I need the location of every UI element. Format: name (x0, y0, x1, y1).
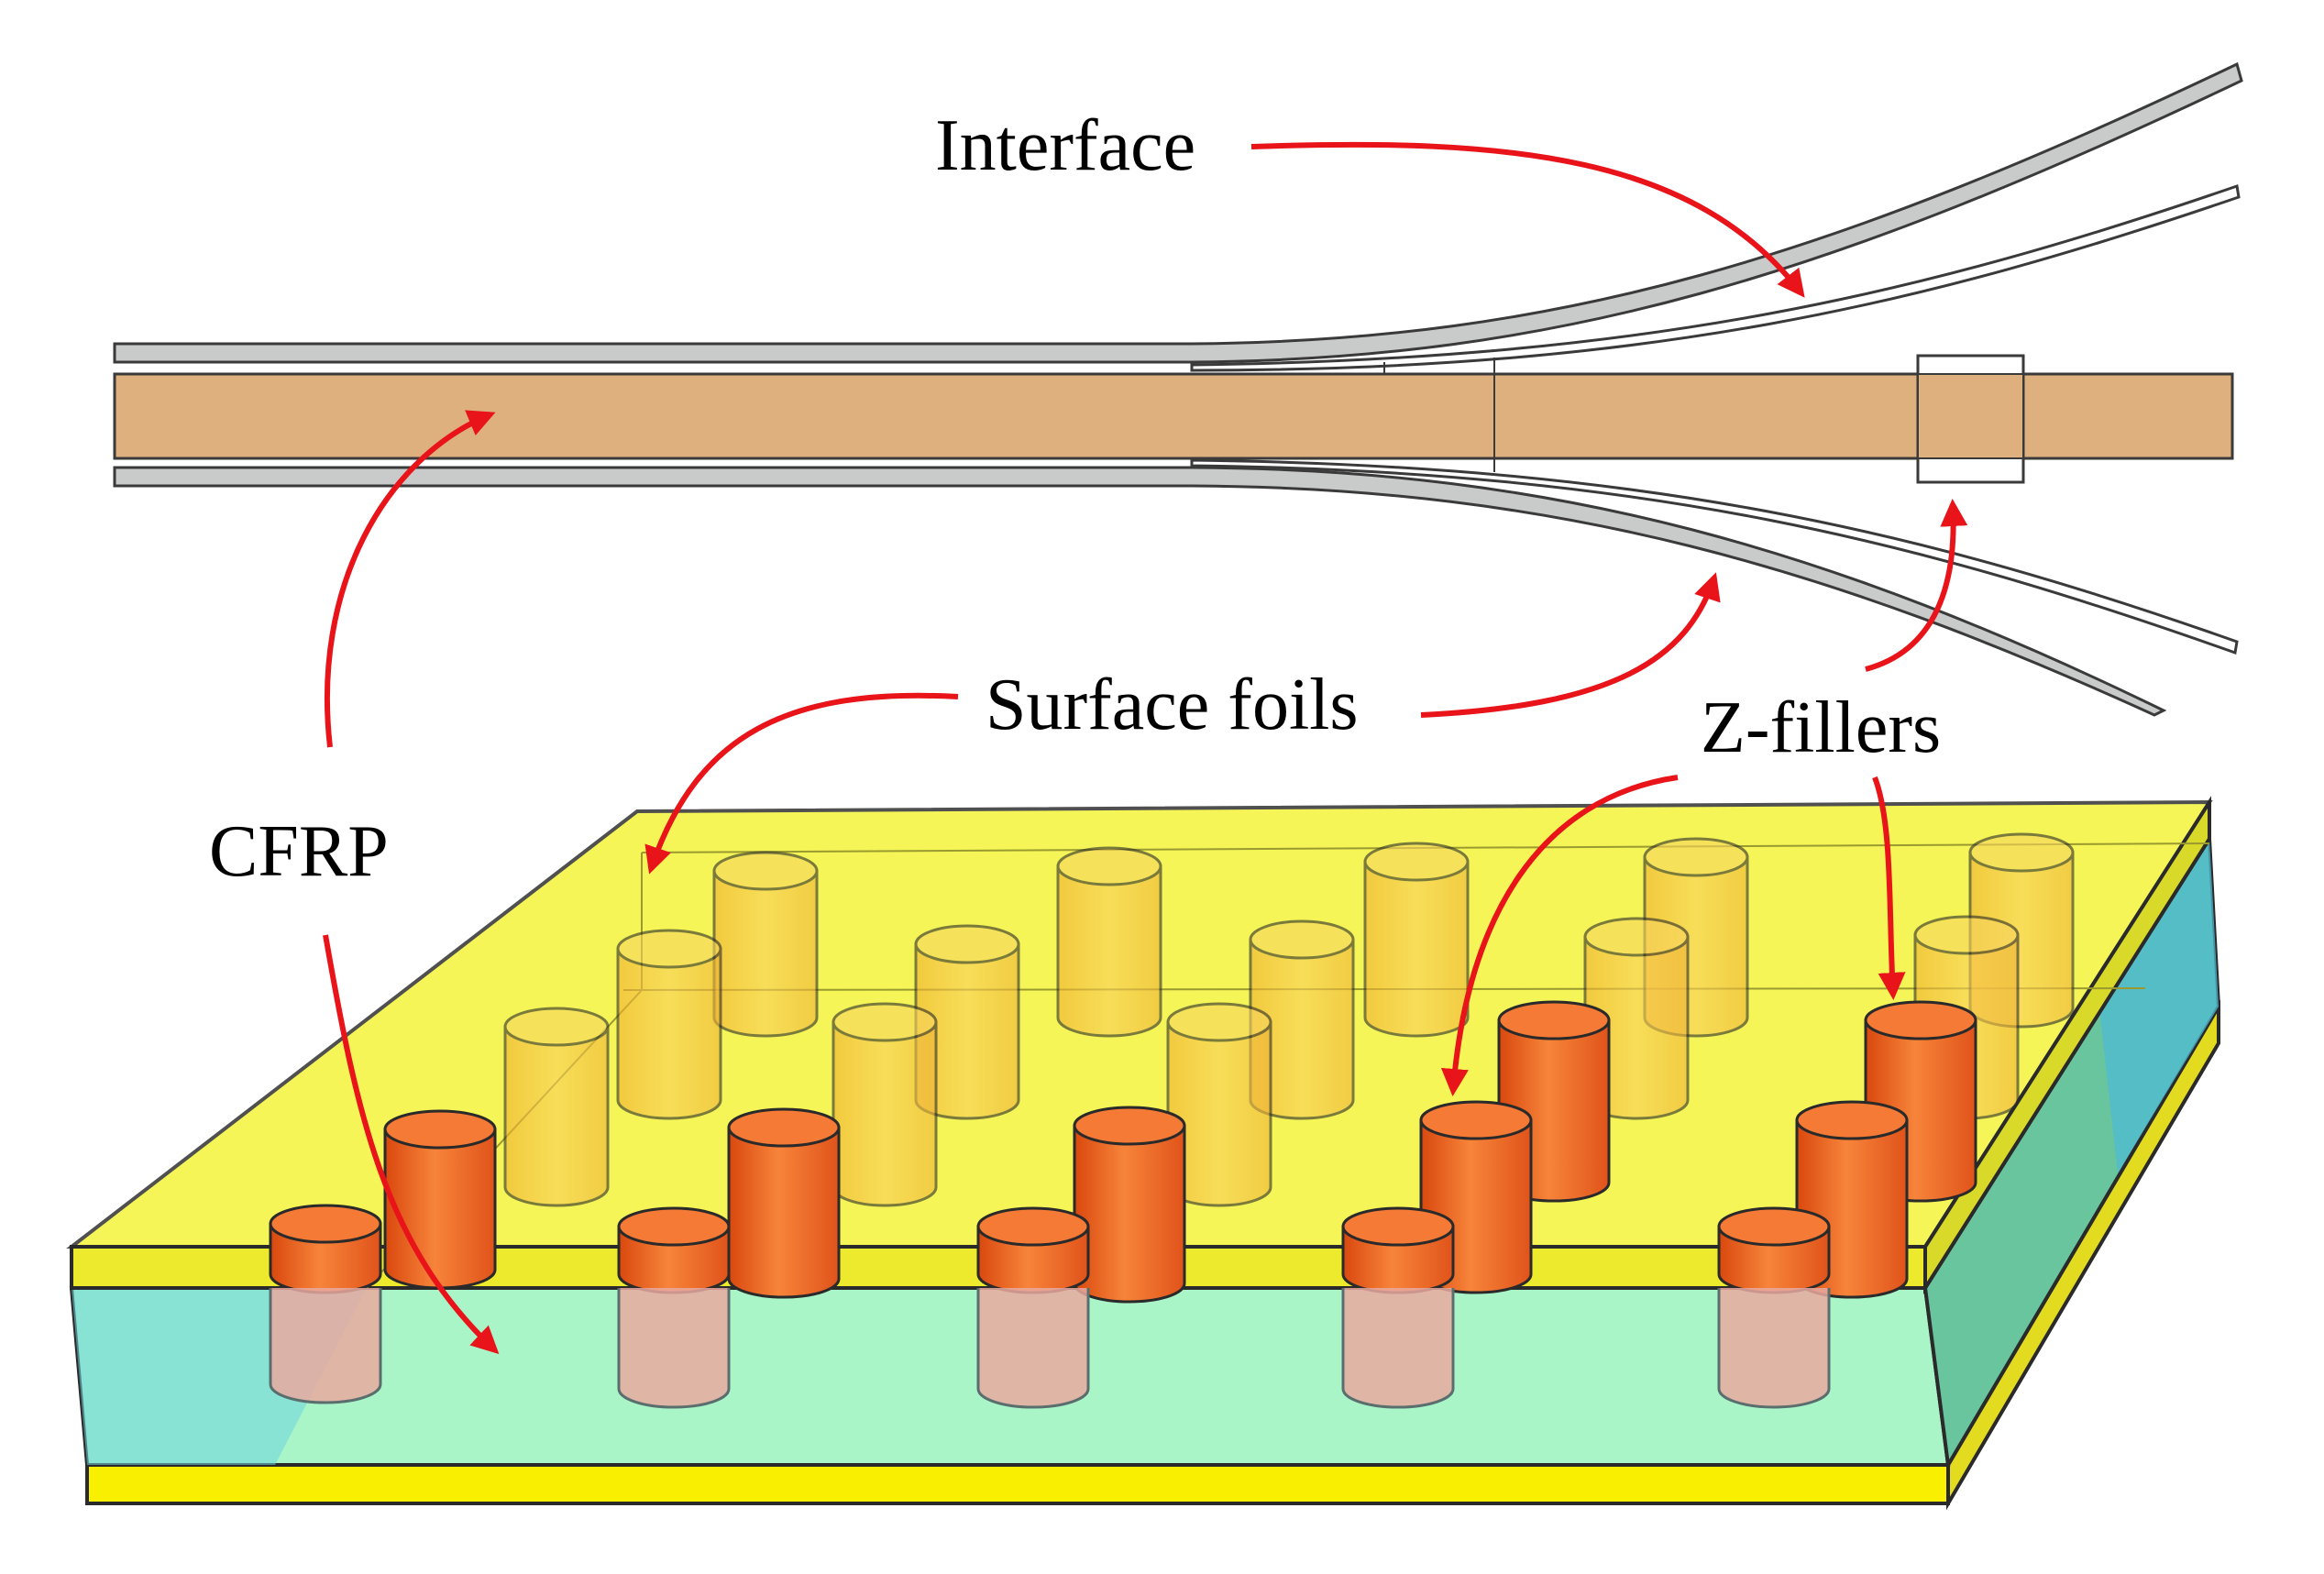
ghost-z-filler-10-cap (1913, 915, 2020, 955)
ghost-z-filler-1 (712, 851, 819, 1038)
ghost-z-filler-4-cap (1643, 837, 1749, 877)
z-filler-3 (1073, 1106, 1186, 1304)
z-filler-section-core (1917, 373, 2024, 459)
ghost-z-filler-5-cap (1968, 832, 2075, 873)
z-filler-12 (1717, 1206, 1831, 1409)
front-row-z-fillers (269, 1000, 1977, 1409)
ghost-z-filler-11-cap (503, 1007, 610, 1047)
z-filler-10-cap (976, 1206, 1090, 1247)
z-filler-9 (617, 1206, 731, 1409)
z-filler-2-cap (727, 1107, 841, 1148)
arrow-cfrp-top (324, 410, 496, 748)
arrow-surface-foil-left (644, 692, 959, 875)
ghost-z-filler-3-body (1363, 860, 1470, 1038)
annotation-arrows (323, 141, 1968, 1355)
z-filler-2 (727, 1107, 841, 1299)
upper-foil-inner (1190, 184, 2241, 372)
label-surface-foils: Surface foils (986, 665, 1359, 745)
ghost-z-filler-6-body (616, 947, 722, 1120)
z-filler-1-body (383, 1128, 497, 1290)
ghost-z-filler-3-cap (1363, 842, 1470, 882)
z-filler-1-cap (383, 1109, 497, 1150)
arrow-z-filler-top (1865, 499, 1968, 672)
z-filler-11 (1341, 1206, 1455, 1409)
z-filler-12-embedded (1717, 1288, 1831, 1409)
ghost-z-filler-7-cap (914, 924, 1020, 964)
ghost-z-filler-8 (1249, 919, 1355, 1120)
z-filler-1 (383, 1109, 497, 1290)
z-filler-6-cap (1419, 1100, 1533, 1140)
top-foil-right-edge (1923, 796, 2211, 1294)
ghost-z-filler-12-body (832, 1020, 938, 1207)
z-filler-9-embedded (617, 1288, 731, 1409)
ghost-z-filler-1-body (712, 869, 819, 1038)
lower-foil-inner (1190, 458, 2239, 655)
ghost-z-filler-7 (914, 924, 1020, 1120)
z-filler-3-cap (1073, 1106, 1186, 1146)
ghost-z-filler-6 (616, 929, 722, 1120)
ghost-z-filler-12-cap (832, 1002, 938, 1042)
z-filler-7-cap (1795, 1100, 1909, 1140)
ghost-z-filler-2 (1056, 846, 1162, 1038)
label-cfrp: CFRP (209, 811, 389, 892)
z-filler-12-cap (1717, 1206, 1831, 1247)
cfrp-right-tint (2099, 839, 2219, 1173)
ghost-z-filler-9-cap (1583, 917, 1690, 957)
arrow-surface-foil-right (1420, 572, 1721, 718)
ghost-z-filler-2-body (1056, 864, 1162, 1038)
z-filler-10-embedded (976, 1288, 1090, 1409)
arrow-z-filler-middle (1440, 775, 1679, 1096)
label-z-fillers: Z-fillers (1701, 688, 1941, 768)
ghost-z-filler-11 (503, 1007, 610, 1207)
z-filler-3-body (1073, 1124, 1186, 1304)
arrow-interface (1250, 141, 1805, 298)
z-filler-8 (269, 1204, 382, 1404)
back-row-z-fillers (503, 832, 2075, 1207)
laminate-plate-3d (66, 796, 2221, 1511)
bottom-foil-front (85, 1463, 1950, 1505)
z-filler-4-cap (1497, 1000, 1611, 1040)
upper-foil-outer (113, 61, 2243, 364)
ghost-z-filler-6-cap (616, 929, 722, 969)
ghost-z-filler-11-body (503, 1025, 610, 1207)
arrow-z-filler-right (1872, 776, 1906, 1000)
z-filler-11-embedded (1341, 1288, 1455, 1409)
z-filler-8-embedded (269, 1288, 382, 1404)
z-filler-11-cap (1341, 1206, 1455, 1247)
ghost-z-filler-13 (1166, 1002, 1272, 1207)
cfrp-beam (113, 372, 2234, 460)
ghost-z-filler-8-cap (1249, 919, 1355, 960)
z-filler-9-cap (617, 1206, 731, 1247)
z-filler-5-cap (1864, 1000, 1977, 1040)
ghost-z-filler-12 (832, 1002, 938, 1207)
lower-foil-outer (113, 466, 2167, 717)
ghost-z-filler-3 (1363, 842, 1470, 1038)
z-filler-8-cap (269, 1204, 382, 1244)
z-filler-2-body (727, 1126, 841, 1299)
ghost-z-filler-13-cap (1166, 1002, 1272, 1042)
z-filler-10 (976, 1206, 1090, 1409)
label-interface: Interface (935, 105, 1195, 186)
ghost-z-filler-1-cap (712, 851, 819, 891)
arrow-cfrp-bottom (323, 934, 500, 1355)
ghost-z-filler-2-cap (1056, 846, 1162, 886)
